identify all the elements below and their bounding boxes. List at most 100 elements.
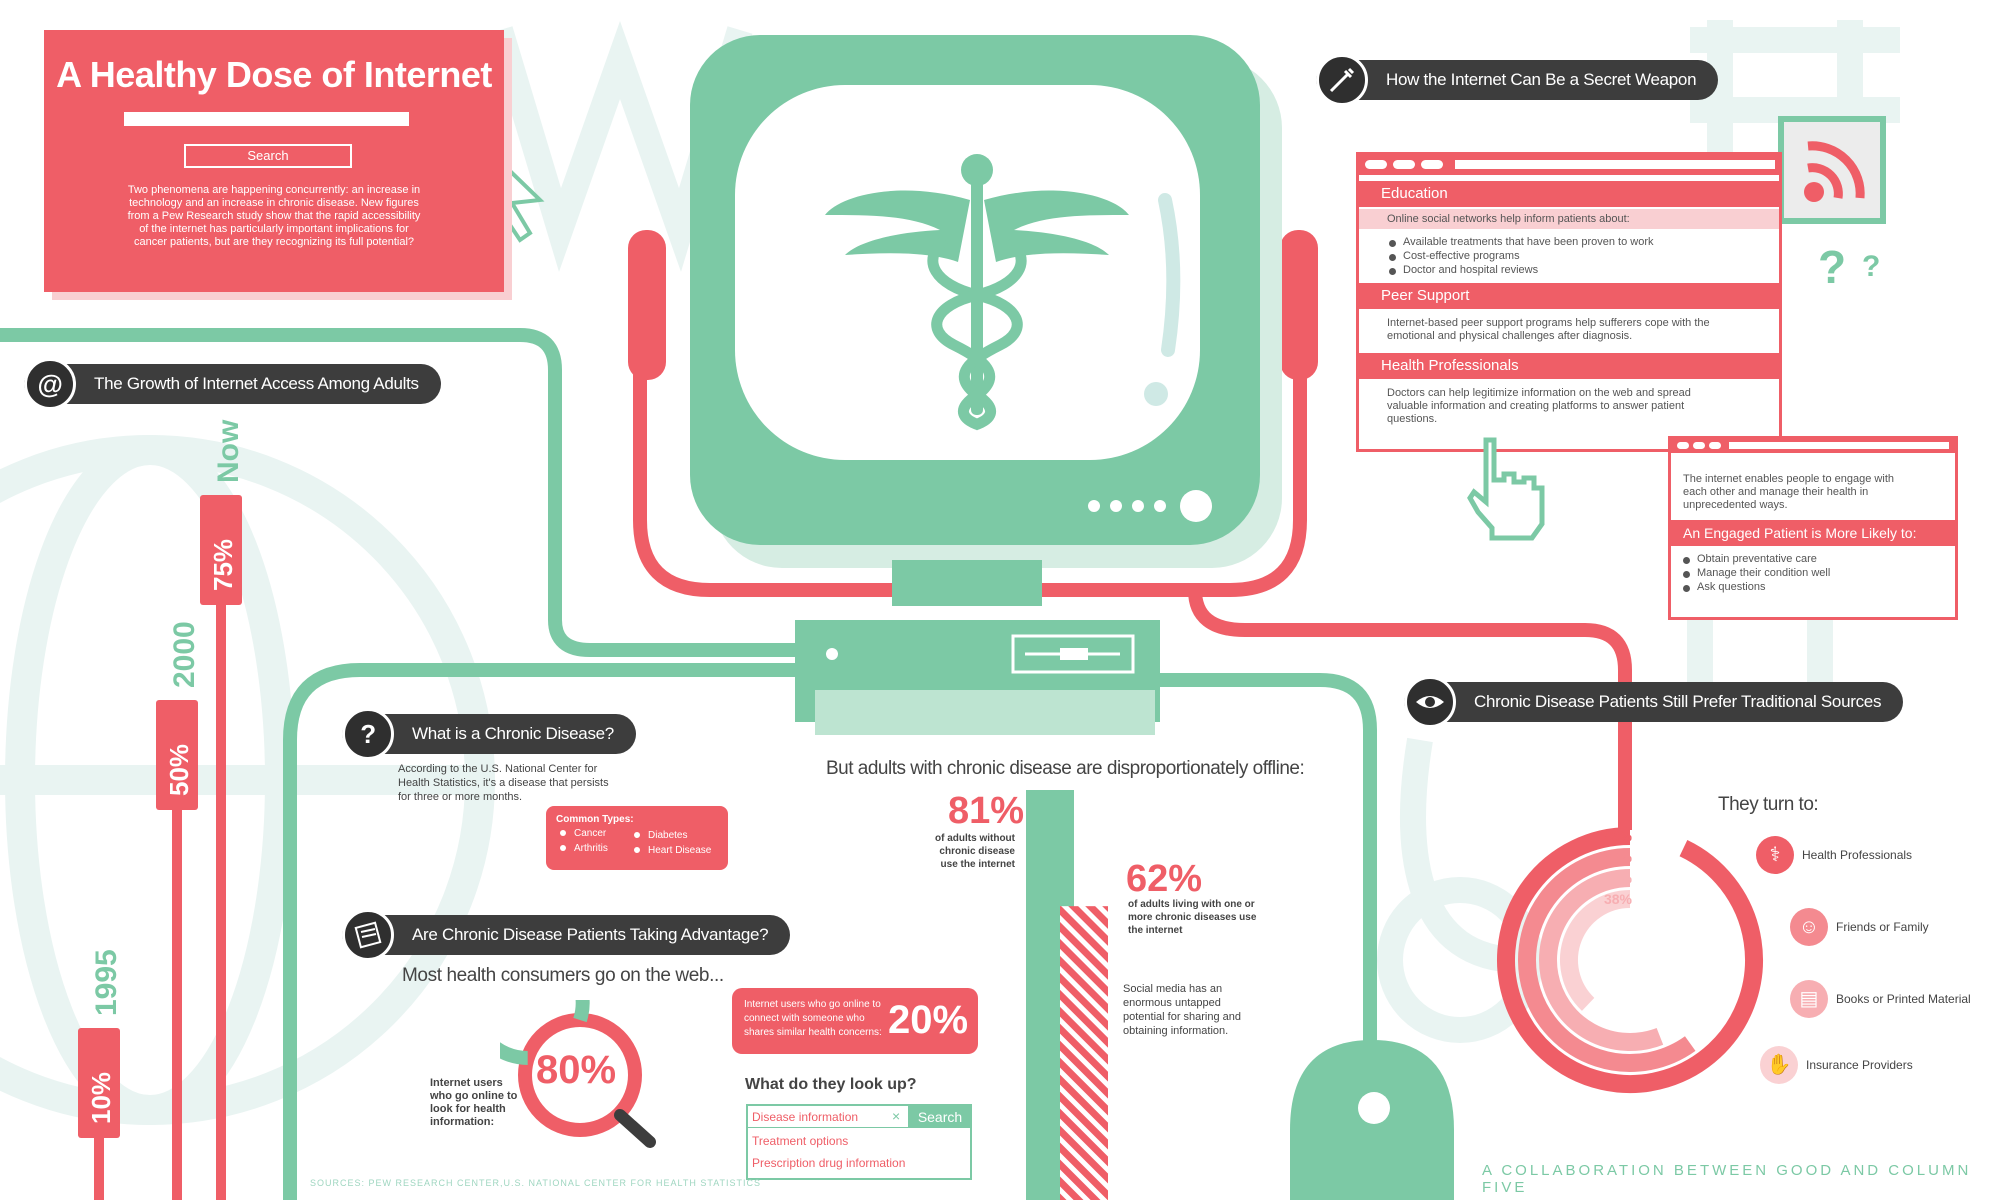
- growth-bar-line: [94, 1138, 104, 1200]
- growth-year: 2000: [168, 621, 201, 688]
- type-item: Heart Disease: [634, 845, 711, 856]
- growth-bar-plug: 50%: [156, 700, 198, 810]
- list-item: Cost-effective programs: [1387, 249, 1779, 263]
- globe-decoration: [0, 435, 495, 1125]
- source-arc: [1497, 827, 1763, 1093]
- sources-text: SOURCES: PEW RESEARCH CENTER,U.S. NATION…: [310, 1178, 762, 1188]
- donut-caption: Internet users who go online to look for…: [430, 1077, 518, 1128]
- stat1-text: of adults without chronic disease use th…: [935, 833, 1015, 870]
- collaboration-text: A COLLABORATION BETWEEN GOOD AND COLUMN …: [1482, 1162, 1972, 1196]
- education-subheading: Online social networks help inform patie…: [1359, 209, 1779, 229]
- pointing-hand-icon: [1467, 437, 1545, 541]
- question-mark-icon: ?: [1818, 241, 1847, 293]
- health-professionals-heading: Health Professionals: [1359, 353, 1779, 379]
- green-cable-mouse: [1160, 673, 1377, 1070]
- chronic-title: What is a Chronic Disease?: [412, 724, 614, 743]
- social-text: Social media has an enormous untapped po…: [1123, 983, 1242, 1037]
- traditional-pill: Chronic Disease Patients Still Prefer Tr…: [1404, 676, 1904, 728]
- growth-bar-plug: 75%: [200, 495, 242, 605]
- list-item: Doctor and hospital reviews: [1387, 263, 1779, 277]
- left-speaker: [628, 230, 666, 380]
- secret-weapon-title: How the Internet Can Be a Secret Weapon: [1386, 70, 1697, 89]
- peer-support-heading: Peer Support: [1359, 283, 1779, 309]
- source-label: Friends or Family: [1836, 920, 1929, 934]
- search-button[interactable]: Search: [184, 144, 352, 168]
- popup-toolbar: [1671, 439, 1955, 453]
- growth-percent: 75%: [208, 538, 238, 591]
- right-speaker: [1280, 230, 1318, 380]
- health-professionals-text: Doctors can help legitimize information …: [1387, 387, 1691, 425]
- education-list: Available treatments that have been prov…: [1359, 235, 1779, 277]
- page-title: A Healthy Dose of Internet: [56, 54, 492, 95]
- growth-title: The Growth of Internet Access Among Adul…: [94, 374, 419, 393]
- caduceus-icon: [825, 154, 1129, 431]
- hand-icon: ✋: [1760, 1046, 1798, 1084]
- syringe-icon: [1316, 54, 1368, 106]
- growth-bar-line: [216, 605, 226, 1200]
- turn-to-label: They turn to:: [1718, 794, 1819, 815]
- traditional-sources-chart: [1497, 827, 1763, 1093]
- arc-percent-label: 56%: [1603, 870, 1632, 886]
- offline-bar-with: [1060, 906, 1108, 1200]
- green-cable-left: [283, 663, 800, 1200]
- lookup-box: Disease information × Search Treatment o…: [746, 1104, 972, 1180]
- lookup-option[interactable]: Treatment options: [752, 1134, 849, 1148]
- rss-icon: [1778, 116, 1886, 224]
- list-item: Available treatments that have been prov…: [1387, 235, 1779, 249]
- engaged-list: Obtain preventative care Manage their co…: [1671, 552, 1955, 594]
- common-types-label: Common Types:: [556, 814, 634, 825]
- red-cable-right: [1188, 589, 1632, 830]
- offline-title: But adults with chronic disease are disp…: [826, 758, 1305, 779]
- browser-toolbar: [1359, 155, 1779, 175]
- connect-percent: 20%: [888, 998, 969, 1042]
- peer-support-text: Internet-based peer support programs hel…: [1387, 317, 1710, 342]
- secret-weapon-pill: How the Internet Can Be a Secret Weapon: [1316, 54, 1719, 106]
- type-item: Arthritis: [560, 843, 608, 854]
- growth-year: Now: [212, 419, 245, 483]
- magnifier-donut: [500, 1000, 656, 1148]
- lookup-option[interactable]: Prescription drug information: [752, 1156, 906, 1170]
- growth-year: 1995: [90, 949, 123, 1016]
- connect-box: Internet users who go online to connect …: [732, 988, 978, 1054]
- arc-percent-label: 93%: [1603, 828, 1632, 844]
- question-icon: ?: [342, 708, 394, 760]
- advantage-title: Are Chronic Disease Patients Taking Adva…: [412, 925, 769, 944]
- source-label: Insurance Providers: [1806, 1058, 1913, 1072]
- popup-text: The internet enables people to engage wi…: [1683, 473, 1894, 511]
- arc-percent-label: 60%: [1603, 849, 1632, 865]
- source-arc: [1539, 869, 1664, 1051]
- growth-bar-plug: 10%: [78, 1028, 120, 1138]
- clear-icon[interactable]: ×: [892, 1108, 901, 1124]
- monitor-stand: [892, 560, 1042, 606]
- advantage-lead: Most health consumers go on the web...: [402, 965, 724, 986]
- list-item: Manage their condition well: [1681, 566, 1955, 580]
- monitor-screen: [735, 85, 1200, 460]
- stat2-percent: 62%: [1126, 858, 1203, 900]
- header-box: A Healthy Dose of Internet Search Two ph…: [44, 30, 504, 292]
- intro-text: Two phenomena are happening concurrently…: [127, 184, 421, 248]
- common-types-box: Common Types: Cancer Arthritis Diabetes …: [546, 806, 728, 870]
- lookup-title: What do they look up?: [745, 1076, 917, 1093]
- notepad-icon: [342, 909, 394, 961]
- people-icon: ☺: [1790, 908, 1828, 946]
- donut-percent: 80%: [536, 1048, 617, 1092]
- green-cable-top: [0, 328, 800, 657]
- growth-percent: 10%: [86, 1071, 116, 1124]
- at-icon: @: [24, 358, 76, 410]
- advantage-pill: Are Chronic Disease Patients Taking Adva…: [342, 909, 791, 961]
- source-arc: [1560, 890, 1631, 1011]
- lookup-input[interactable]: Disease information: [748, 1106, 908, 1128]
- search-input[interactable]: [124, 112, 409, 126]
- lookup-search-button[interactable]: Search: [908, 1106, 972, 1128]
- growth-bar-line: [172, 810, 182, 1200]
- connect-text: Internet users who go online to connect …: [744, 999, 882, 1038]
- monitor-buttons: [1088, 490, 1212, 522]
- list-item: Ask questions: [1681, 580, 1955, 594]
- list-item: Obtain preventative care: [1681, 552, 1955, 566]
- offline-bar-chart: [1026, 790, 1108, 1200]
- source-arc: [1518, 848, 1696, 1072]
- doctor-icon: ⚕: [1756, 836, 1794, 874]
- chronic-text: According to the U.S. National Center fo…: [398, 763, 609, 803]
- engaged-patient-window: The internet enables people to engage wi…: [1668, 436, 1958, 620]
- type-item: Cancer: [560, 828, 606, 839]
